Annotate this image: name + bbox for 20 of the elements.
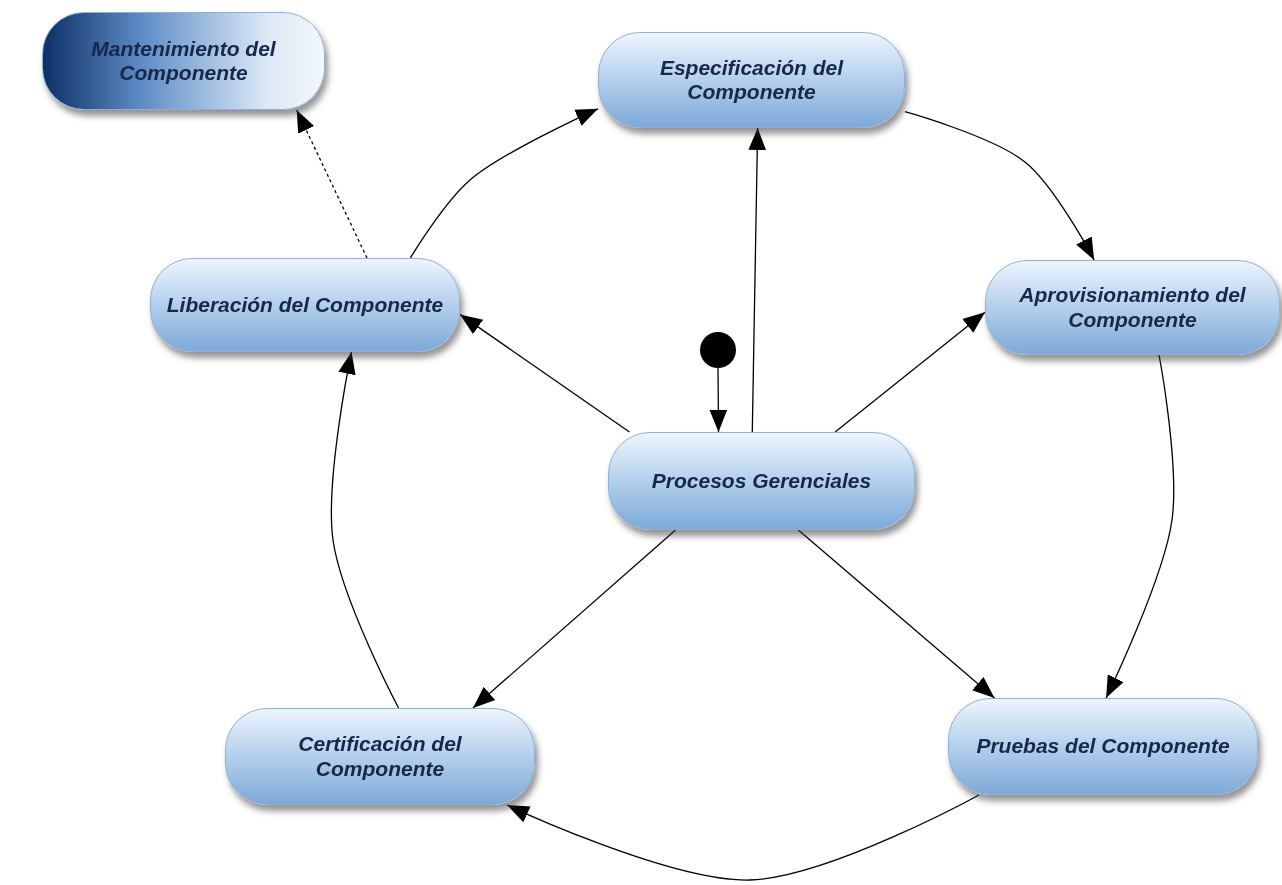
arrow	[330, 351, 400, 709]
arrow	[797, 529, 996, 699]
process-box: Certificación del Componente	[225, 708, 535, 805]
arrow	[506, 794, 980, 881]
arrow	[459, 313, 631, 433]
process-box: Aprovisionamiento del Componente	[985, 260, 1280, 355]
arrow	[709, 367, 728, 433]
arrow	[409, 108, 599, 259]
process-box: Mantenimiento del Componente	[42, 12, 325, 110]
start-dot	[700, 332, 736, 368]
dotted-arrow	[296, 109, 368, 259]
process-box: Pruebas del Componente	[948, 698, 1258, 795]
arrow	[904, 111, 1095, 261]
arrow	[472, 529, 677, 709]
arrow	[1105, 354, 1175, 699]
arrow	[748, 127, 767, 433]
process-box: Procesos Gerenciales	[608, 432, 915, 530]
process-box: Especificación del Componente	[598, 32, 905, 128]
arrow	[834, 311, 986, 433]
process-box: Liberación del Componente	[150, 258, 460, 352]
